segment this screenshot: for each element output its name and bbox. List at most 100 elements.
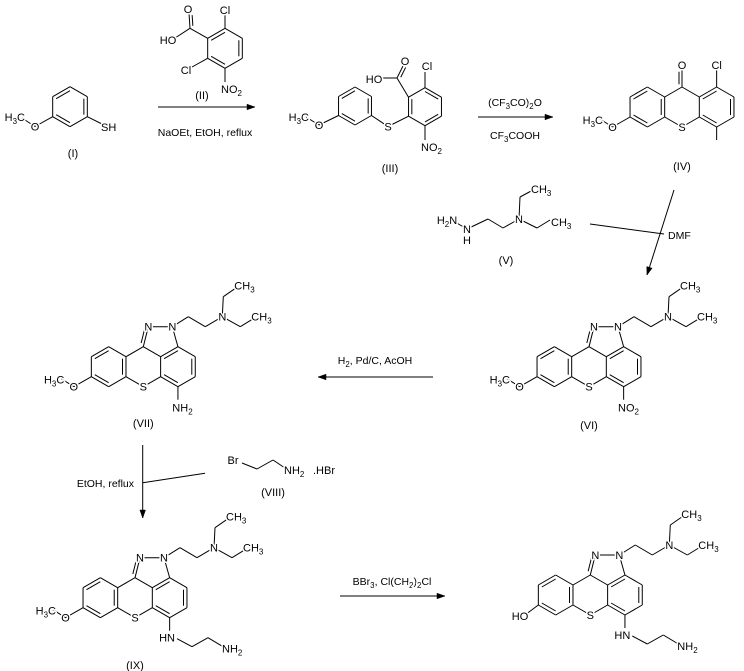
bond bbox=[424, 115, 442, 127]
salt-label: .HBr bbox=[313, 465, 335, 477]
amine-group: H2N bbox=[437, 215, 457, 229]
pyrazole-n1: N bbox=[590, 322, 598, 334]
compound-label: (II) bbox=[195, 90, 208, 102]
bond bbox=[143, 376, 161, 388]
bond bbox=[588, 346, 607, 358]
double-bond-line bbox=[155, 581, 170, 591]
double-bond-line bbox=[210, 55, 226, 65]
bond bbox=[667, 296, 670, 317]
bond bbox=[52, 116, 71, 128]
double-bond-line bbox=[424, 113, 439, 123]
double-bond-line bbox=[610, 602, 626, 612]
methyl-group: CH3 bbox=[531, 184, 552, 198]
arrowhead bbox=[317, 373, 327, 381]
bond bbox=[554, 346, 572, 358]
chloro-group: Cl bbox=[422, 61, 432, 73]
bond bbox=[177, 346, 196, 358]
methyl-group: H3C bbox=[490, 375, 510, 389]
bond bbox=[179, 547, 198, 559]
bond bbox=[338, 86, 356, 97]
compound-label: (VII) bbox=[133, 418, 154, 430]
compound-label: (I) bbox=[68, 148, 78, 160]
methyl-group: CH3 bbox=[551, 217, 572, 231]
bond bbox=[668, 287, 683, 298]
bond bbox=[371, 115, 389, 127]
reagent-text: DMF bbox=[668, 230, 691, 242]
bond bbox=[506, 378, 520, 388]
bond bbox=[669, 544, 688, 556]
methyl-group: CH3 bbox=[697, 312, 718, 326]
double-bond-line bbox=[633, 114, 648, 124]
arrowhead bbox=[139, 509, 146, 519]
bond bbox=[502, 218, 520, 229]
chloro-group: Cl bbox=[220, 5, 230, 17]
nitro-group: NO2 bbox=[221, 84, 243, 98]
bond bbox=[21, 117, 36, 127]
double-bond-line bbox=[163, 350, 179, 360]
bond bbox=[607, 574, 626, 586]
double-bond-line bbox=[191, 15, 194, 26]
bond bbox=[652, 544, 670, 556]
diethylamine-n: N bbox=[515, 214, 523, 226]
bond bbox=[191, 57, 208, 68]
carbonyl-oxygen: O bbox=[184, 4, 193, 16]
bond bbox=[117, 607, 136, 619]
bond bbox=[143, 346, 161, 358]
bond bbox=[191, 637, 209, 648]
bond bbox=[590, 574, 608, 586]
bond bbox=[699, 86, 717, 98]
methyl-group: H3C bbox=[583, 115, 603, 129]
bond bbox=[272, 459, 286, 469]
carbonyl-oxygen: O bbox=[401, 56, 410, 68]
bond bbox=[214, 518, 229, 529]
bond bbox=[536, 376, 555, 388]
reaction-arrow-step3: DMF bbox=[589, 189, 692, 276]
double-bond-line bbox=[210, 31, 226, 41]
reaction-arrow-step5: EtOH, reflux bbox=[75, 445, 206, 519]
diethylamine-n: N bbox=[664, 312, 672, 324]
ether-oxygen: O bbox=[70, 382, 79, 394]
methyl-group: H3C bbox=[36, 606, 56, 620]
bond bbox=[82, 607, 101, 619]
sulfur-atom: S bbox=[585, 382, 592, 394]
sulfur-atom: S bbox=[140, 382, 147, 394]
reaction-arrow-step1: NaOEt, EtOH, reflux bbox=[156, 103, 256, 141]
bond bbox=[188, 12, 191, 29]
bond bbox=[571, 346, 590, 358]
sulfur-atom: S bbox=[678, 122, 685, 134]
ether-oxygen: O bbox=[608, 122, 617, 134]
bond bbox=[454, 221, 468, 230]
compound-label: (IX) bbox=[126, 660, 144, 671]
bond bbox=[526, 604, 539, 615]
double-bond-line bbox=[55, 114, 71, 124]
bond bbox=[207, 57, 226, 69]
bond bbox=[82, 577, 101, 589]
terminal-amine: NH2 bbox=[222, 644, 243, 658]
bond bbox=[354, 86, 372, 97]
bond bbox=[647, 116, 665, 128]
pyrazole-n1: N bbox=[591, 550, 599, 562]
bond bbox=[635, 544, 653, 556]
bond bbox=[241, 462, 258, 470]
reagent-text: BBr3, Cl(CH2)2Cl bbox=[353, 576, 432, 590]
bond bbox=[222, 316, 241, 328]
bond bbox=[663, 634, 679, 645]
bond bbox=[61, 378, 75, 388]
bond bbox=[221, 296, 224, 317]
bond bbox=[134, 607, 153, 619]
bond bbox=[572, 604, 591, 616]
double-bond-line bbox=[541, 578, 556, 588]
bond bbox=[612, 116, 631, 128]
bond bbox=[617, 316, 635, 328]
bond bbox=[177, 376, 196, 388]
diethylamine-n: N bbox=[665, 540, 673, 552]
sulfur-atom: S bbox=[384, 122, 391, 134]
bond bbox=[629, 86, 648, 98]
bond bbox=[664, 86, 683, 98]
bond bbox=[519, 189, 534, 198]
bond bbox=[408, 87, 426, 98]
bond bbox=[623, 346, 642, 358]
